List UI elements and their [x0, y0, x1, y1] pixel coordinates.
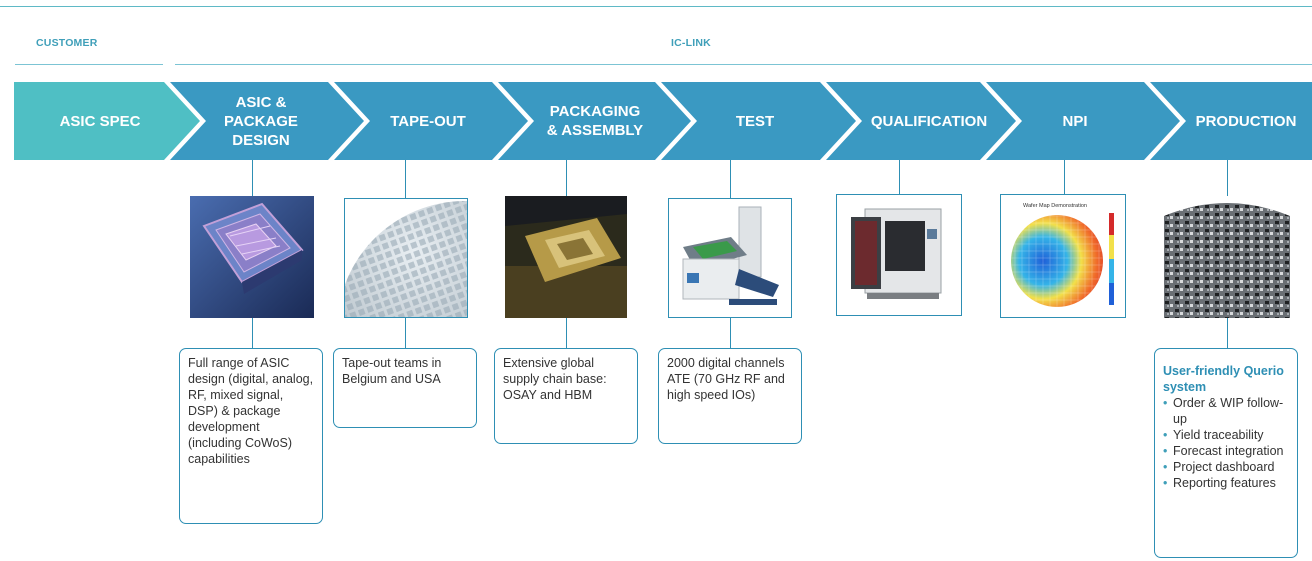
wafer-image	[344, 198, 468, 318]
step-label-test: TEST	[735, 112, 775, 130]
step-arrow-test	[661, 82, 856, 160]
connector-line	[1227, 160, 1228, 196]
step-arrow-qualification	[826, 82, 1016, 160]
connector-line	[899, 160, 900, 194]
package-graphic	[505, 196, 627, 318]
chip-die-graphic	[190, 196, 314, 318]
customer-header-rule	[15, 64, 163, 65]
step-label-tapeout: TAPE-OUT	[390, 112, 466, 130]
connector-line	[252, 318, 253, 348]
connector-line	[566, 318, 567, 348]
step-label-packaging: PACKAGING & ASSEMBLY	[546, 103, 644, 139]
asic-chip-image	[190, 196, 314, 318]
connector-line	[1064, 160, 1065, 194]
step-arrow-tapeout	[334, 82, 528, 160]
ic-link-header-rule	[175, 64, 1312, 65]
connector-line	[405, 160, 406, 198]
step-arrow-npi	[986, 82, 1180, 160]
connector-line	[405, 318, 406, 348]
step-label-design: ASIC & PACKAGE DESIGN	[224, 93, 298, 149]
production-description: User-friendly Querio system Order & WIP …	[1154, 348, 1298, 558]
packaging-description: Extensive global supply chain base: OSAY…	[494, 348, 638, 444]
connector-line	[1227, 318, 1228, 348]
top-rule	[0, 6, 1312, 7]
design-description: Full range of ASIC design (digital, anal…	[179, 348, 323, 524]
test-description: 2000 digital channels ATE (70 GHz RF and…	[658, 348, 802, 444]
tapeout-description: Tape-out teams in Belgium and USA	[333, 348, 477, 428]
production-chips-image	[1164, 196, 1290, 318]
connector-line	[566, 160, 567, 196]
connector-line	[730, 318, 731, 348]
customer-header: CUSTOMER	[36, 37, 98, 49]
wafer-map-graphic: Wafer Map Demonstration	[1001, 195, 1125, 317]
production-description-title: User-friendly Querio system	[1163, 364, 1284, 394]
package-substrate-image	[505, 196, 627, 318]
step-label-asic-spec: ASIC SPEC	[59, 112, 141, 130]
connector-line	[252, 160, 253, 196]
step-label-production: PRODUCTION	[1195, 112, 1297, 130]
step-arrow-asic-spec	[14, 82, 200, 160]
wafer-graphic	[345, 199, 467, 317]
step-arrow-packaging	[498, 82, 691, 160]
list-item: Reporting features	[1163, 475, 1289, 491]
wafer-map-image: Wafer Map Demonstration	[1000, 194, 1126, 318]
wafer-map-caption: Wafer Map Demonstration	[1023, 203, 1087, 209]
ate-tester-image	[668, 198, 792, 318]
production-feature-list: Order & WIP follow-up Yield traceability…	[1163, 395, 1289, 491]
connector-line	[730, 160, 731, 198]
climate-chamber-image	[836, 194, 962, 316]
list-item: Yield traceability	[1163, 427, 1289, 443]
step-arrow-design	[170, 82, 364, 160]
ic-link-header: IC-LINK	[671, 37, 711, 49]
chips-graphic	[1164, 196, 1290, 318]
list-item: Forecast integration	[1163, 443, 1289, 459]
step-label-npi: NPI	[1062, 112, 1088, 130]
step-arrow-production	[1150, 82, 1312, 160]
chamber-graphic	[837, 195, 961, 315]
list-item: Order & WIP follow-up	[1163, 395, 1289, 427]
ate-graphic	[669, 199, 791, 317]
step-label-qualification: QUALIFICATION	[870, 112, 988, 130]
list-item: Project dashboard	[1163, 459, 1289, 475]
